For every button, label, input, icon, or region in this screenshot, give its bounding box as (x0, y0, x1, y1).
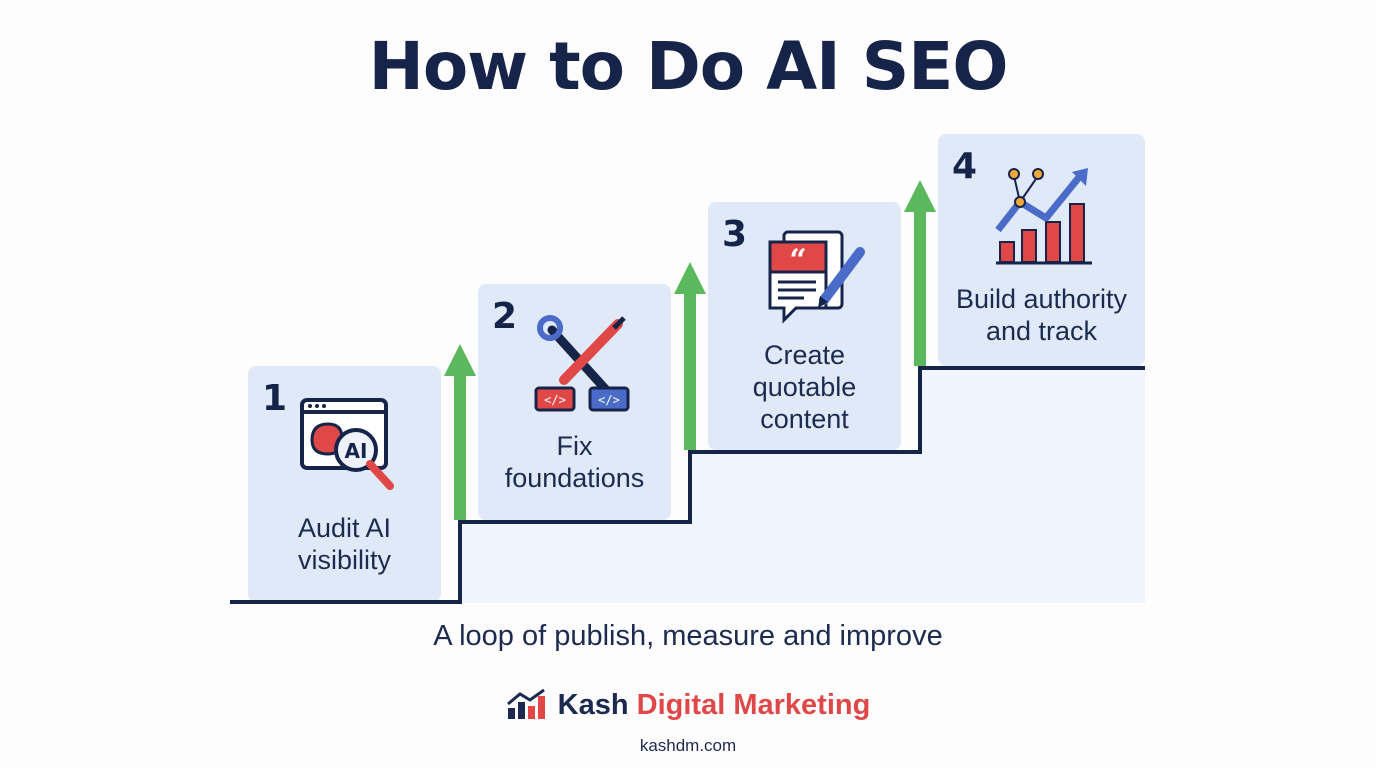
subtitle: A loop of publish, measure and improve (433, 620, 943, 652)
step-label-2: Fix foundations (504, 431, 645, 493)
step-number-2: 2 (492, 296, 518, 337)
svg-text:“: “ (789, 243, 806, 278)
up-arrow-3 (904, 180, 936, 366)
staircase-fill (460, 368, 1145, 603)
step-number-1: 1 (262, 378, 288, 419)
growth-chart-icon (995, 168, 1092, 265)
ai-audit-magnifier-icon: AI (300, 398, 394, 490)
svg-text:</>: </> (544, 393, 566, 407)
up-arrow-2 (674, 262, 706, 450)
brand-logo-icon (506, 688, 545, 719)
svg-text:</>: </> (598, 393, 620, 407)
step-number-3: 3 (722, 214, 748, 255)
step-label-1: Audit AI visibility (297, 513, 392, 575)
brand-name-part2: Digital Marketing (636, 689, 871, 721)
stair-line (230, 366, 1145, 604)
up-arrow-1 (444, 344, 476, 520)
brand-name-part1: Kash (557, 689, 629, 721)
step-label-3: Create quotable content (752, 340, 857, 434)
page-title: How to Do AI SEO (368, 28, 1009, 105)
tools-code-icon: </> </> (534, 315, 630, 412)
step-label-4: Build authority and track (955, 284, 1128, 346)
step-number-4: 4 (952, 146, 978, 187)
brand: Kash Digital Marketing (0, 688, 1376, 722)
quote-document-pen-icon: “ (768, 230, 865, 324)
svg-text:AI: AI (345, 439, 368, 463)
brand-url: kashdm.com (639, 736, 737, 755)
